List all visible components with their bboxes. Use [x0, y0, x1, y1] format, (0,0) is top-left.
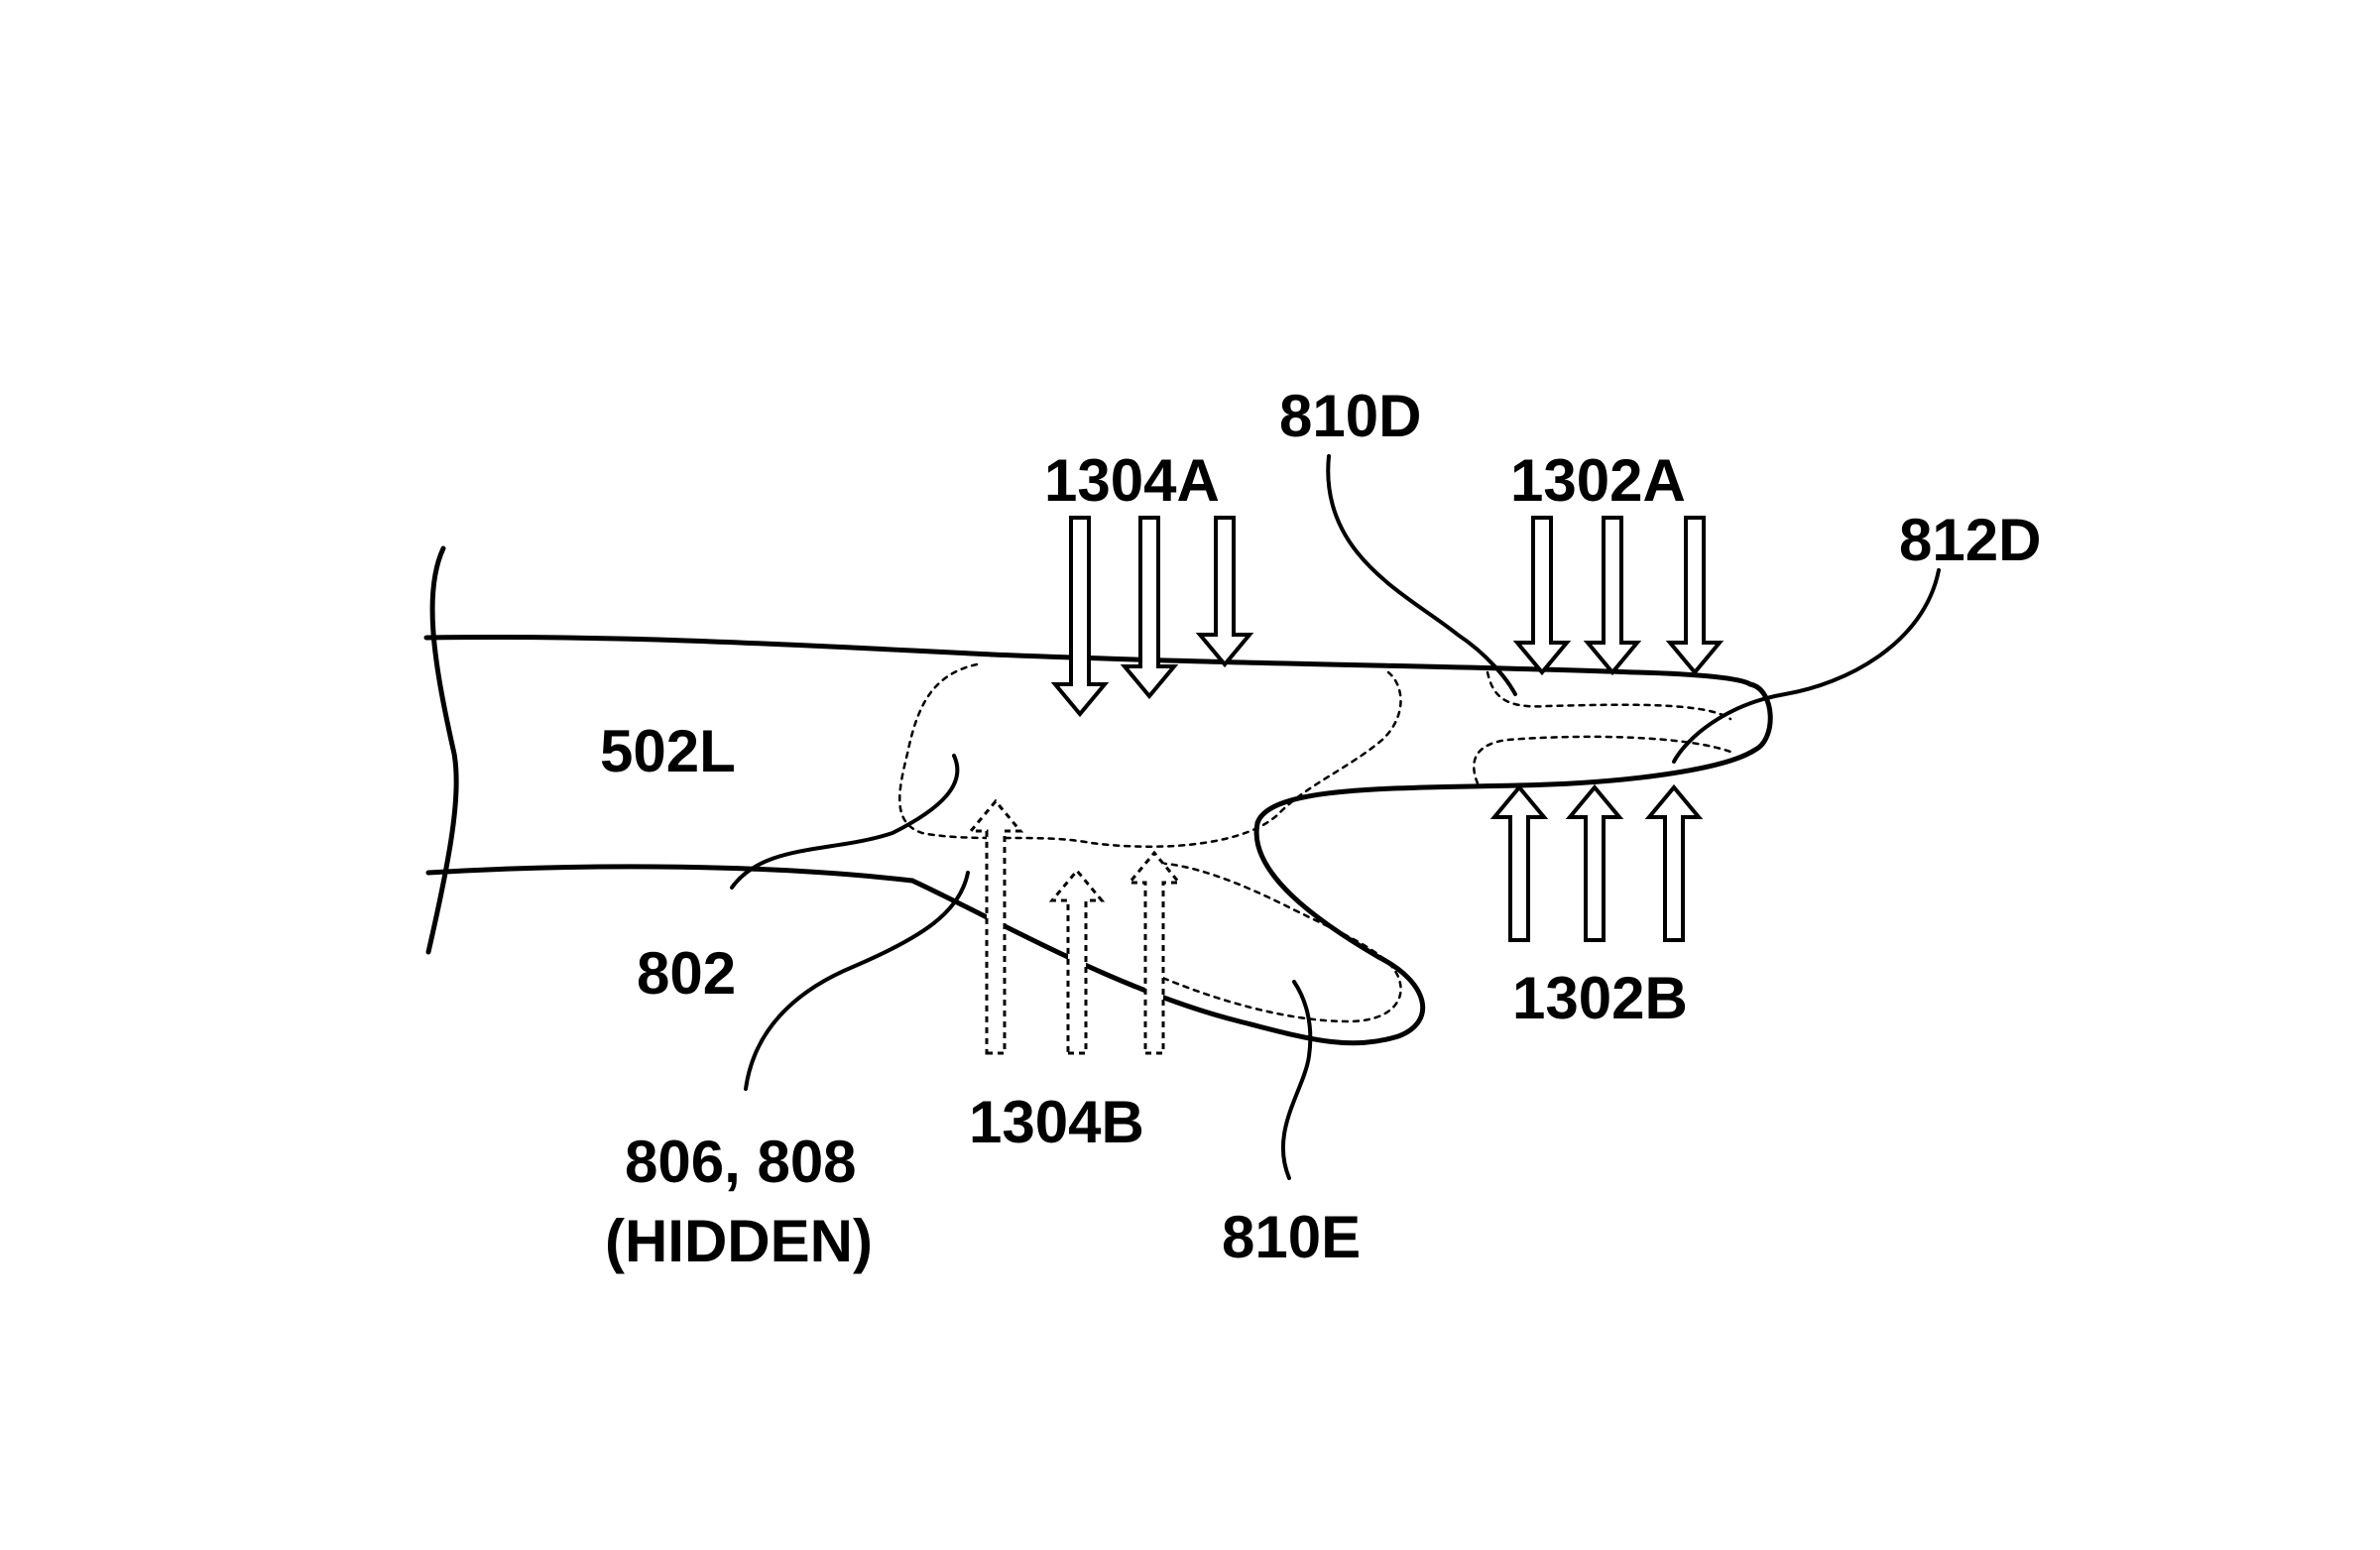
arrow-group-1304b: [967, 798, 1183, 1055]
label-502l: 502L: [600, 718, 736, 784]
palm-region-802: [898, 662, 1402, 848]
label-1304b: 1304B: [969, 1089, 1144, 1155]
leader-812d: [1672, 568, 1941, 764]
leader-802: [730, 754, 960, 890]
arrow-1302a-3: [1665, 516, 1725, 676]
label-hidden: (HIDDEN): [605, 1208, 873, 1274]
arrow-1302a-2: [1583, 516, 1642, 676]
arrow-1302b-1: [1489, 783, 1549, 942]
wrist-cut-line: [425, 545, 459, 955]
label-1302b: 1302B: [1512, 965, 1688, 1031]
leader-lines: [730, 454, 1941, 1180]
hand-top-edge: [423, 634, 1753, 687]
finger-810e-hidden-region: [1148, 861, 1402, 1023]
arrow-1302b-2: [1565, 783, 1624, 942]
finger-810e-outline: [425, 820, 1426, 1046]
label-1302a: 1302A: [1510, 447, 1686, 514]
label-1304a: 1304A: [1044, 447, 1220, 514]
label-810e: 810E: [1222, 1204, 1361, 1270]
arrow-1304a-2: [1120, 516, 1179, 700]
label-802: 802: [637, 940, 736, 1007]
finger-810d-hidden-region: [1486, 670, 1732, 721]
arrow-1304b-3: [1126, 850, 1183, 1055]
leader-810e: [1280, 980, 1313, 1180]
label-812d: 812D: [1899, 507, 2041, 573]
label-806-808: 806, 808: [625, 1129, 857, 1195]
finger-810d-hidden-region-lower: [1473, 735, 1732, 785]
arrow-1304a-3: [1195, 516, 1254, 668]
arrow-1302b-3: [1644, 783, 1704, 942]
arrow-1304b-2: [1048, 868, 1106, 1055]
hidden-regions: [898, 662, 1732, 1023]
arrow-group-1302b: [1489, 783, 1704, 942]
leader-810d: [1326, 454, 1517, 696]
arrow-1304a-1: [1050, 516, 1110, 718]
hand-outline: [423, 545, 1773, 1046]
finger-810d-tip: [1254, 681, 1773, 826]
leader-806-808: [744, 871, 970, 1091]
reference-labels: 502L 802 806, 808 (HIDDEN) 1304A 1304B 8…: [600, 383, 2041, 1274]
arrow-group-1302a: [1512, 516, 1725, 676]
label-810d: 810D: [1279, 383, 1421, 449]
arrow-1302a-1: [1512, 516, 1572, 676]
arrow-group-1304a: [1050, 516, 1254, 718]
arrow-1304b-1: [967, 798, 1024, 1055]
